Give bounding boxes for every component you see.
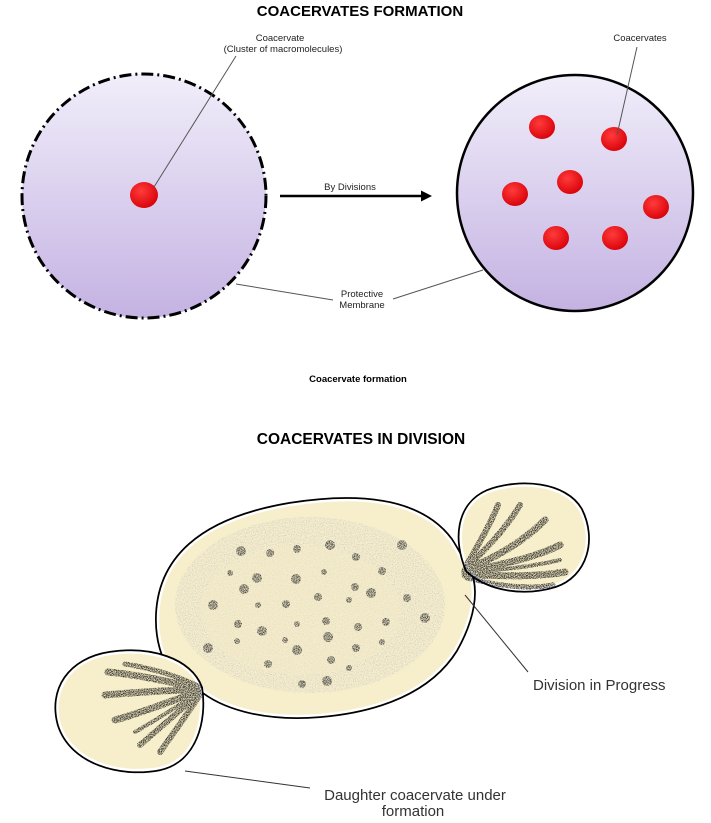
granules xyxy=(203,540,430,688)
leader-line-division xyxy=(464,594,529,673)
label-coacervate-subtitle: (Cluster of macromolecules) xyxy=(224,44,343,55)
leader-line-daughter xyxy=(184,770,311,789)
diagram-title-formation: COACERVATES FORMATION xyxy=(257,3,463,20)
leader-line-membrane-left xyxy=(235,283,334,301)
diagram-title-division: COACERVATES IN DIVISION xyxy=(257,431,465,448)
label-division-in-progress: Division in Progress xyxy=(533,677,666,694)
leader-line-coacervates xyxy=(616,46,638,136)
coacervate-droplet xyxy=(602,226,628,250)
division-strands-left xyxy=(101,661,202,755)
leader-line-coacervate xyxy=(153,55,237,188)
label-protective-membrane-line2: Membrane xyxy=(339,300,384,311)
coacervate-droplet xyxy=(502,182,528,206)
coacervate-cell-left xyxy=(20,72,268,320)
dividing-coacervate xyxy=(54,482,590,774)
label-daughter-coacervate-line2: formation xyxy=(382,803,445,820)
arrow-label: By Divisions xyxy=(324,182,376,193)
label-protective-membrane: Protective xyxy=(341,289,383,300)
coacervate-droplet xyxy=(529,115,555,139)
arrow-by-divisions xyxy=(280,190,432,202)
caption-coacervate-formation: Coacervate formation xyxy=(309,374,407,385)
coacervate-droplet xyxy=(643,195,669,219)
label-coacervates: Coacervates xyxy=(613,33,667,44)
leader-line-membrane-right xyxy=(392,269,484,300)
coacervate-cell-right xyxy=(455,73,695,313)
coacervate-droplet xyxy=(601,127,627,151)
coacervate-droplet xyxy=(557,170,583,194)
label-coacervate: Coacervate xyxy=(256,33,305,44)
division-strands-right xyxy=(461,502,569,590)
label-daughter-coacervate: Daughter coacervate under xyxy=(324,787,506,804)
coacervate-droplet xyxy=(130,182,158,208)
coacervate-droplet xyxy=(543,226,569,250)
stippled-cytoplasm xyxy=(175,517,445,693)
